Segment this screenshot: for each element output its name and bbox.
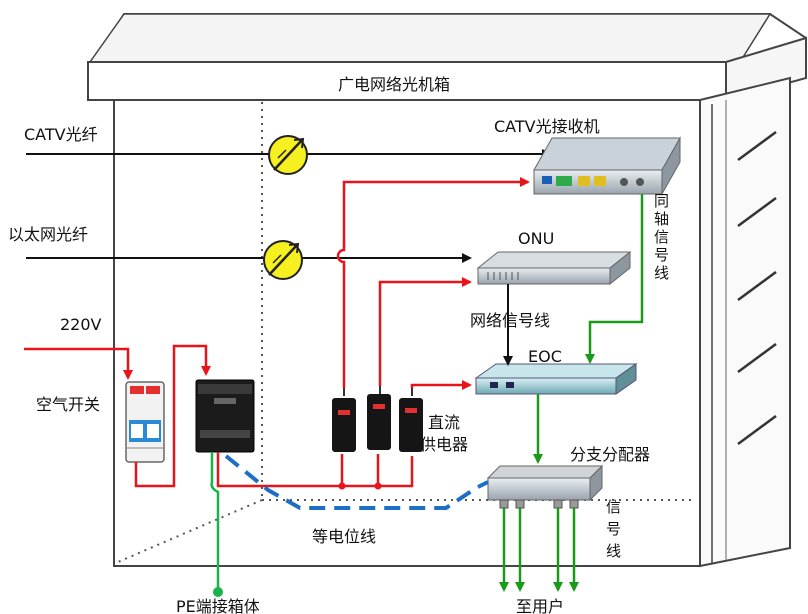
- cabinet-title: 广电网络光机箱: [338, 75, 450, 94]
- splitter-label: 分支分配器: [570, 445, 650, 464]
- catv-receiver-icon: [533, 136, 681, 196]
- dc-adapter-icon: [332, 388, 356, 452]
- net-line-label: 网络信号线: [470, 311, 550, 330]
- user-output-lines: [499, 508, 579, 592]
- eoc-label: EOC: [528, 347, 562, 366]
- pe-ground-line: [210, 452, 220, 592]
- switch-to-supply-line: [134, 344, 211, 488]
- power-supply-icon: [195, 379, 255, 453]
- air-switch-icon: [125, 381, 165, 463]
- cabinet: [87, 13, 807, 568]
- dc-adapter-icon: [367, 386, 391, 450]
- splitter-icon: [486, 464, 604, 509]
- equipotential-label: 等电位线: [312, 527, 376, 546]
- catv-fiber-label: CATV光纤: [24, 125, 98, 144]
- fiber-adapter-icon: [268, 135, 308, 175]
- onu-label: ONU: [518, 229, 554, 248]
- air-switch-label: 空气开关: [36, 395, 100, 414]
- pe-ground-point: [213, 587, 223, 597]
- junction-dot: [338, 482, 346, 490]
- power-in-line: [24, 347, 133, 380]
- pe-label: PE端接箱体: [176, 597, 260, 614]
- to-user-label: 至用户: [516, 597, 564, 614]
- fiber-adapter-icon: [263, 240, 303, 280]
- sync-line-label: 同轴信号线: [654, 192, 669, 282]
- coax-signal-line: [585, 194, 644, 364]
- dc-feed-onu: [378, 277, 472, 386]
- junction-dot: [374, 482, 382, 490]
- catv-receiver-label: CATV光接收机: [494, 117, 600, 136]
- signal-line-label: 信号线: [606, 498, 621, 560]
- dc-adapter-icon: [399, 388, 423, 452]
- onu-icon: [476, 250, 632, 286]
- dc-supply-label-2: 供电器: [420, 435, 468, 454]
- dc-feed-catv: [336, 177, 530, 388]
- eth-fiber-label: 以太网光纤: [8, 225, 88, 244]
- dc-feed-eoc: [410, 380, 472, 390]
- dc-supply-label-1: 直流: [428, 413, 460, 432]
- voltage-label: 220V: [60, 315, 102, 334]
- dc-rail-line: [216, 452, 414, 488]
- eoc-icon: [474, 363, 638, 395]
- equipotential-line: [224, 454, 489, 510]
